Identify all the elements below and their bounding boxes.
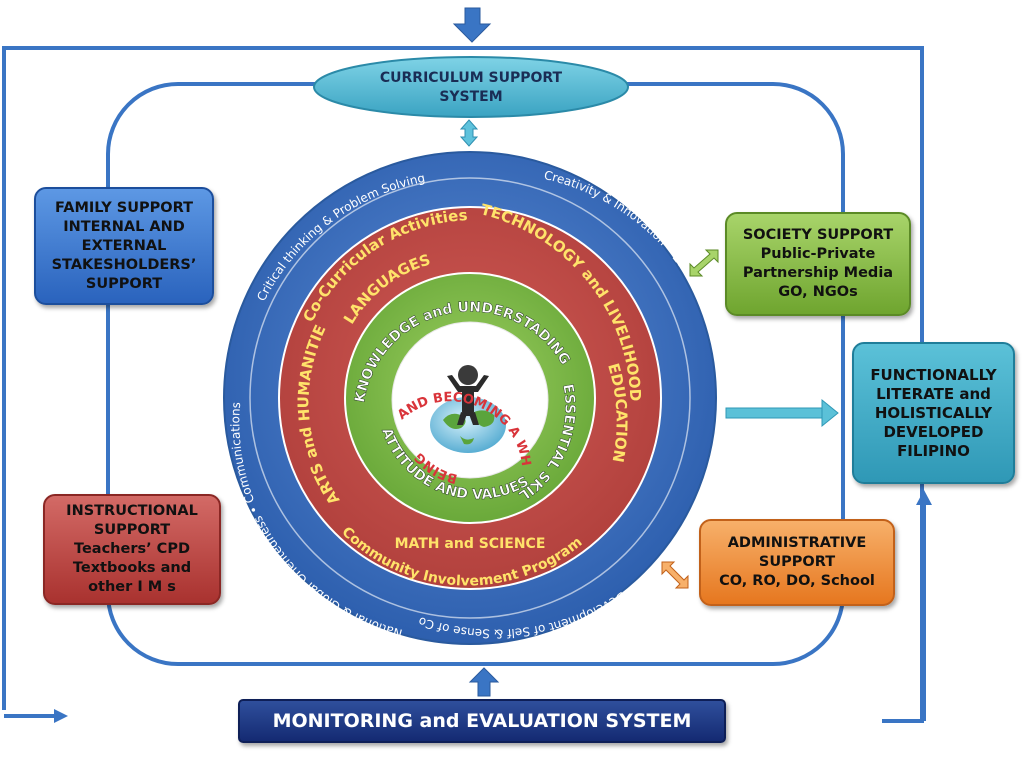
family-line: INTERNAL AND [63, 218, 185, 235]
functionally-literate-filipino-box: FUNCTIONALLY LITERATE and HOLISTICALLY D… [852, 342, 1015, 484]
outcome-line: HOLISTICALLY [874, 403, 993, 422]
instructional-line: other I M s [88, 579, 176, 595]
admin-double-arrow-icon [661, 561, 689, 589]
curriculum-line1: CURRICULUM SUPPORT [380, 70, 563, 86]
return-arrow-head [54, 709, 68, 723]
outcome-line: FUNCTIONALLY [870, 365, 997, 384]
curriculum-oval [313, 56, 629, 118]
family-line: STAKESHOLDERS’ [51, 256, 197, 273]
monitoring-up-arrow-icon [468, 667, 500, 697]
society-support-box: SOCIETY SUPPORT Public-Private Partnersh… [725, 212, 911, 316]
outcome-line: LITERATE and [876, 384, 991, 403]
top-down-arrow-icon [452, 7, 492, 43]
society-line: Public-Private [760, 246, 876, 262]
globe-person-icon [430, 365, 506, 453]
outcome-line: DEVELOPED [883, 422, 984, 441]
society-double-arrow-icon [689, 249, 719, 277]
curriculum-line2: SYSTEM [439, 89, 502, 105]
curriculum-double-arrow-icon [459, 119, 479, 147]
instructional-support-box: INSTRUCTIONAL SUPPORT Teachers’ CPD Text… [43, 494, 221, 605]
family-support-box: FAMILY SUPPORT INTERNAL AND EXTERNAL STA… [34, 187, 214, 305]
administrative-line: SUPPORT [758, 554, 836, 570]
family-line: EXTERNAL [81, 237, 167, 254]
society-line: GO, NGOs [778, 284, 858, 300]
family-line: SUPPORT [85, 275, 163, 292]
instructional-line: INSTRUCTIONAL [66, 503, 198, 519]
administrative-line: ADMINISTRATIVE [727, 535, 867, 551]
administrative-line: CO, RO, DO, School [719, 573, 875, 589]
society-line: Partnership Media [742, 265, 894, 281]
administrative-support-box: ADMINISTRATIVE SUPPORT CO, RO, DO, Schoo… [699, 519, 895, 606]
outcome-arrow-icon [725, 398, 839, 428]
outcome-feedback-arrow-head [916, 490, 932, 505]
instructional-line: Textbooks and [72, 560, 192, 576]
outcome-line: FILIPINO [897, 441, 970, 460]
outer-frame-line [2, 46, 924, 723]
family-line: FAMILY SUPPORT [54, 199, 194, 216]
instructional-line: Teachers’ CPD [74, 541, 190, 557]
math-science-text: MATH and SCIENCE [395, 536, 546, 552]
monitoring-evaluation-bar: MONITORING and EVALUATION SYSTEM [238, 699, 726, 743]
society-line: SOCIETY SUPPORT [742, 227, 894, 243]
instructional-line: SUPPORT [93, 522, 171, 538]
